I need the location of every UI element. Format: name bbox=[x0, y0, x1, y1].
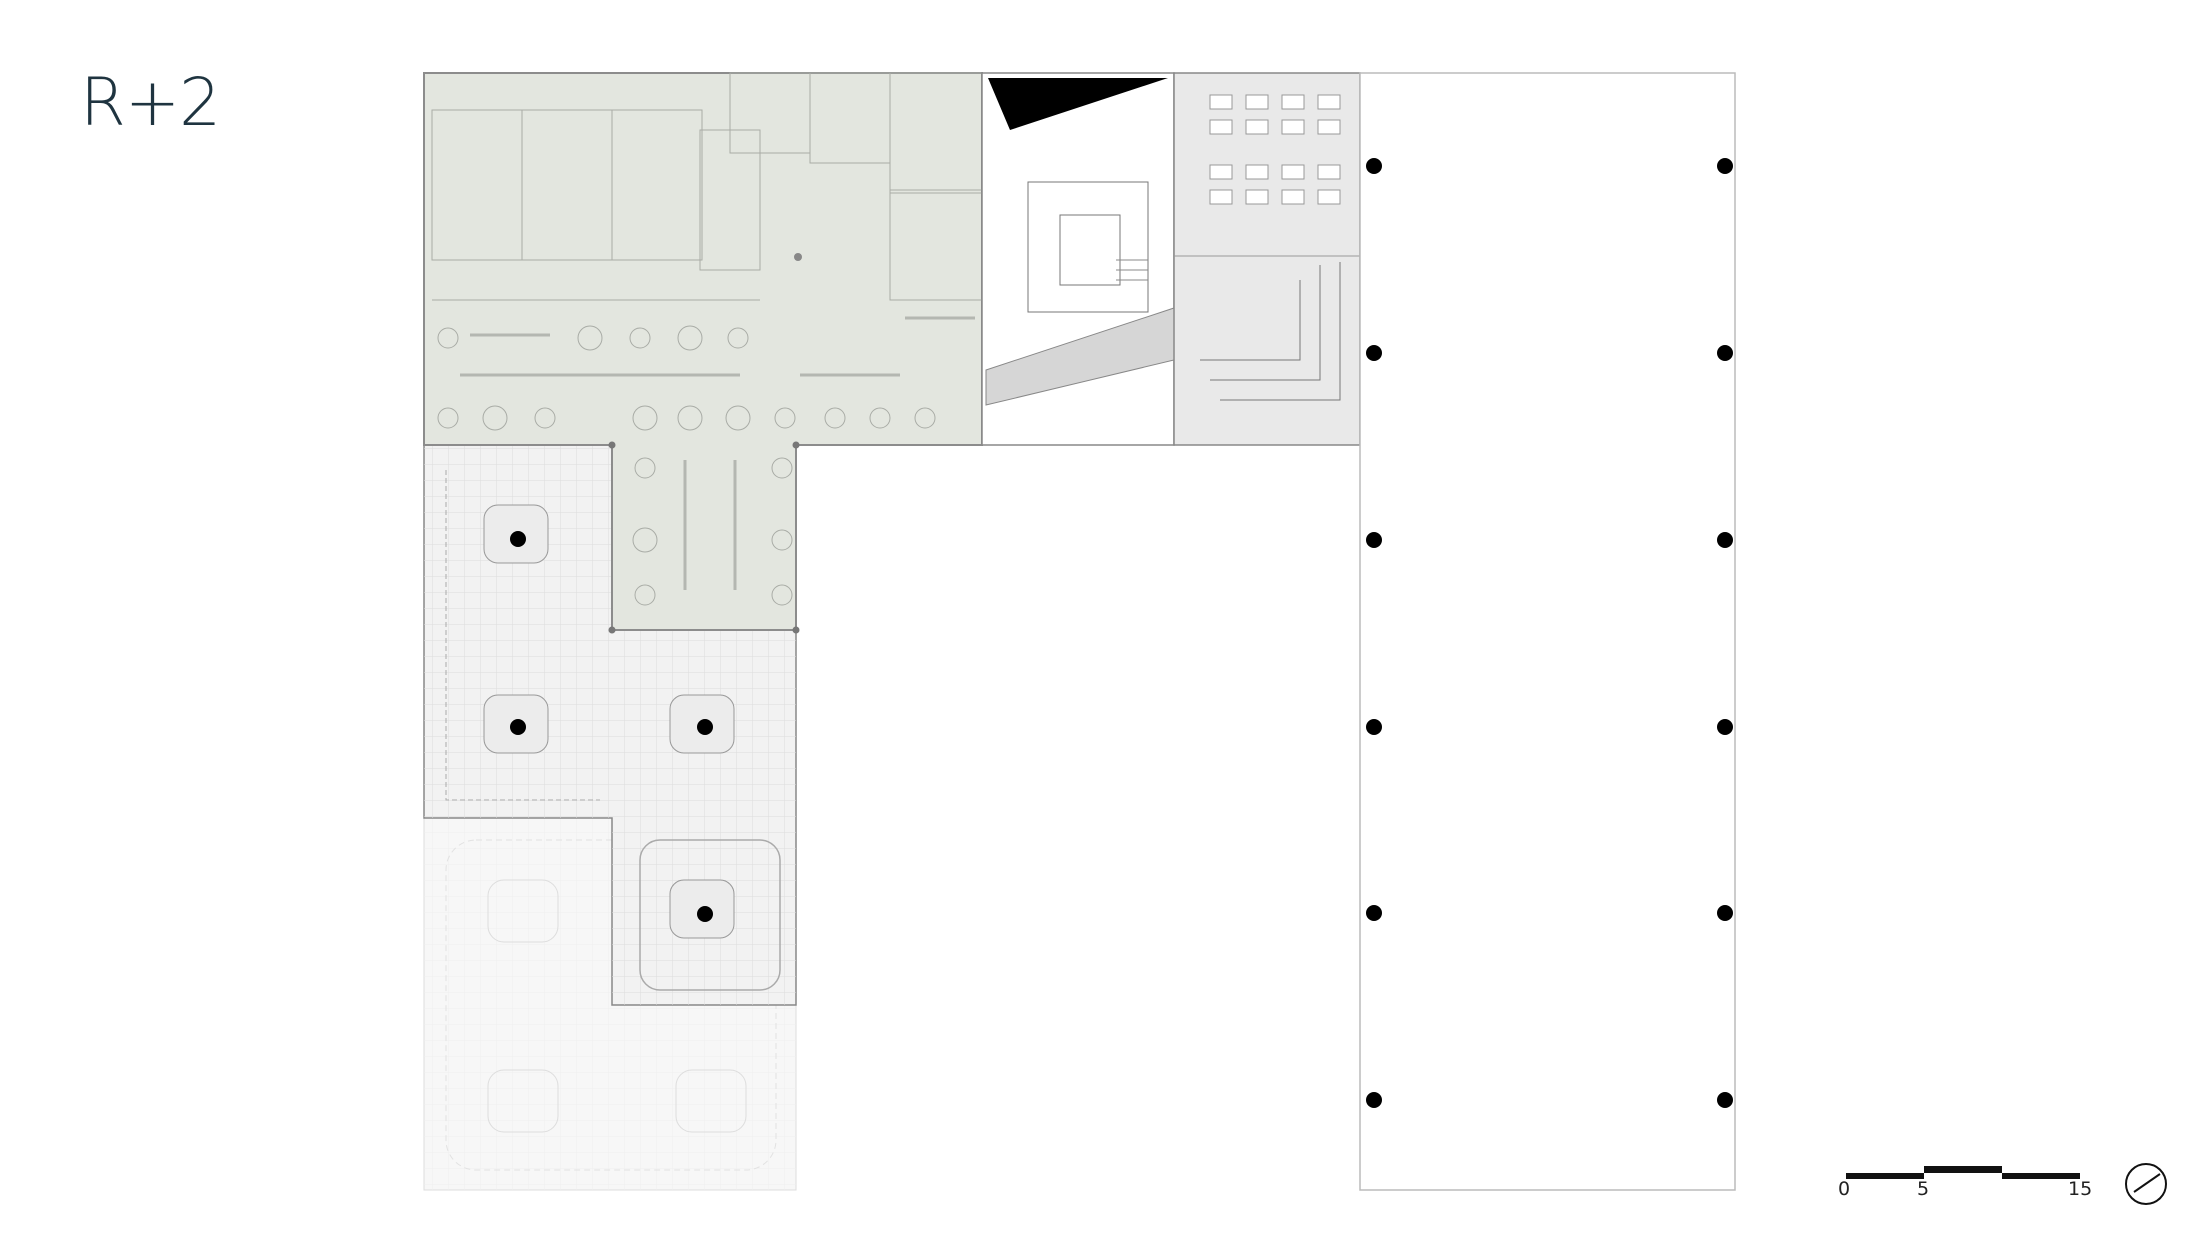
scale-label-0: 0 bbox=[1838, 1178, 1851, 1200]
north-arrow-icon bbox=[2125, 1163, 2167, 1205]
level-title: R+2 bbox=[80, 64, 221, 141]
scale-label-5: 5 bbox=[1917, 1178, 1930, 1200]
scale-bar bbox=[1846, 1166, 2080, 1179]
scale-label-15: 15 bbox=[2068, 1178, 2093, 1200]
green-interior-zone bbox=[423, 72, 983, 634]
structural-frame bbox=[1359, 72, 1736, 1191]
structural-columns bbox=[510, 158, 1733, 1108]
stair-core bbox=[981, 72, 1175, 446]
grey-classroom-zone bbox=[1173, 72, 1361, 446]
